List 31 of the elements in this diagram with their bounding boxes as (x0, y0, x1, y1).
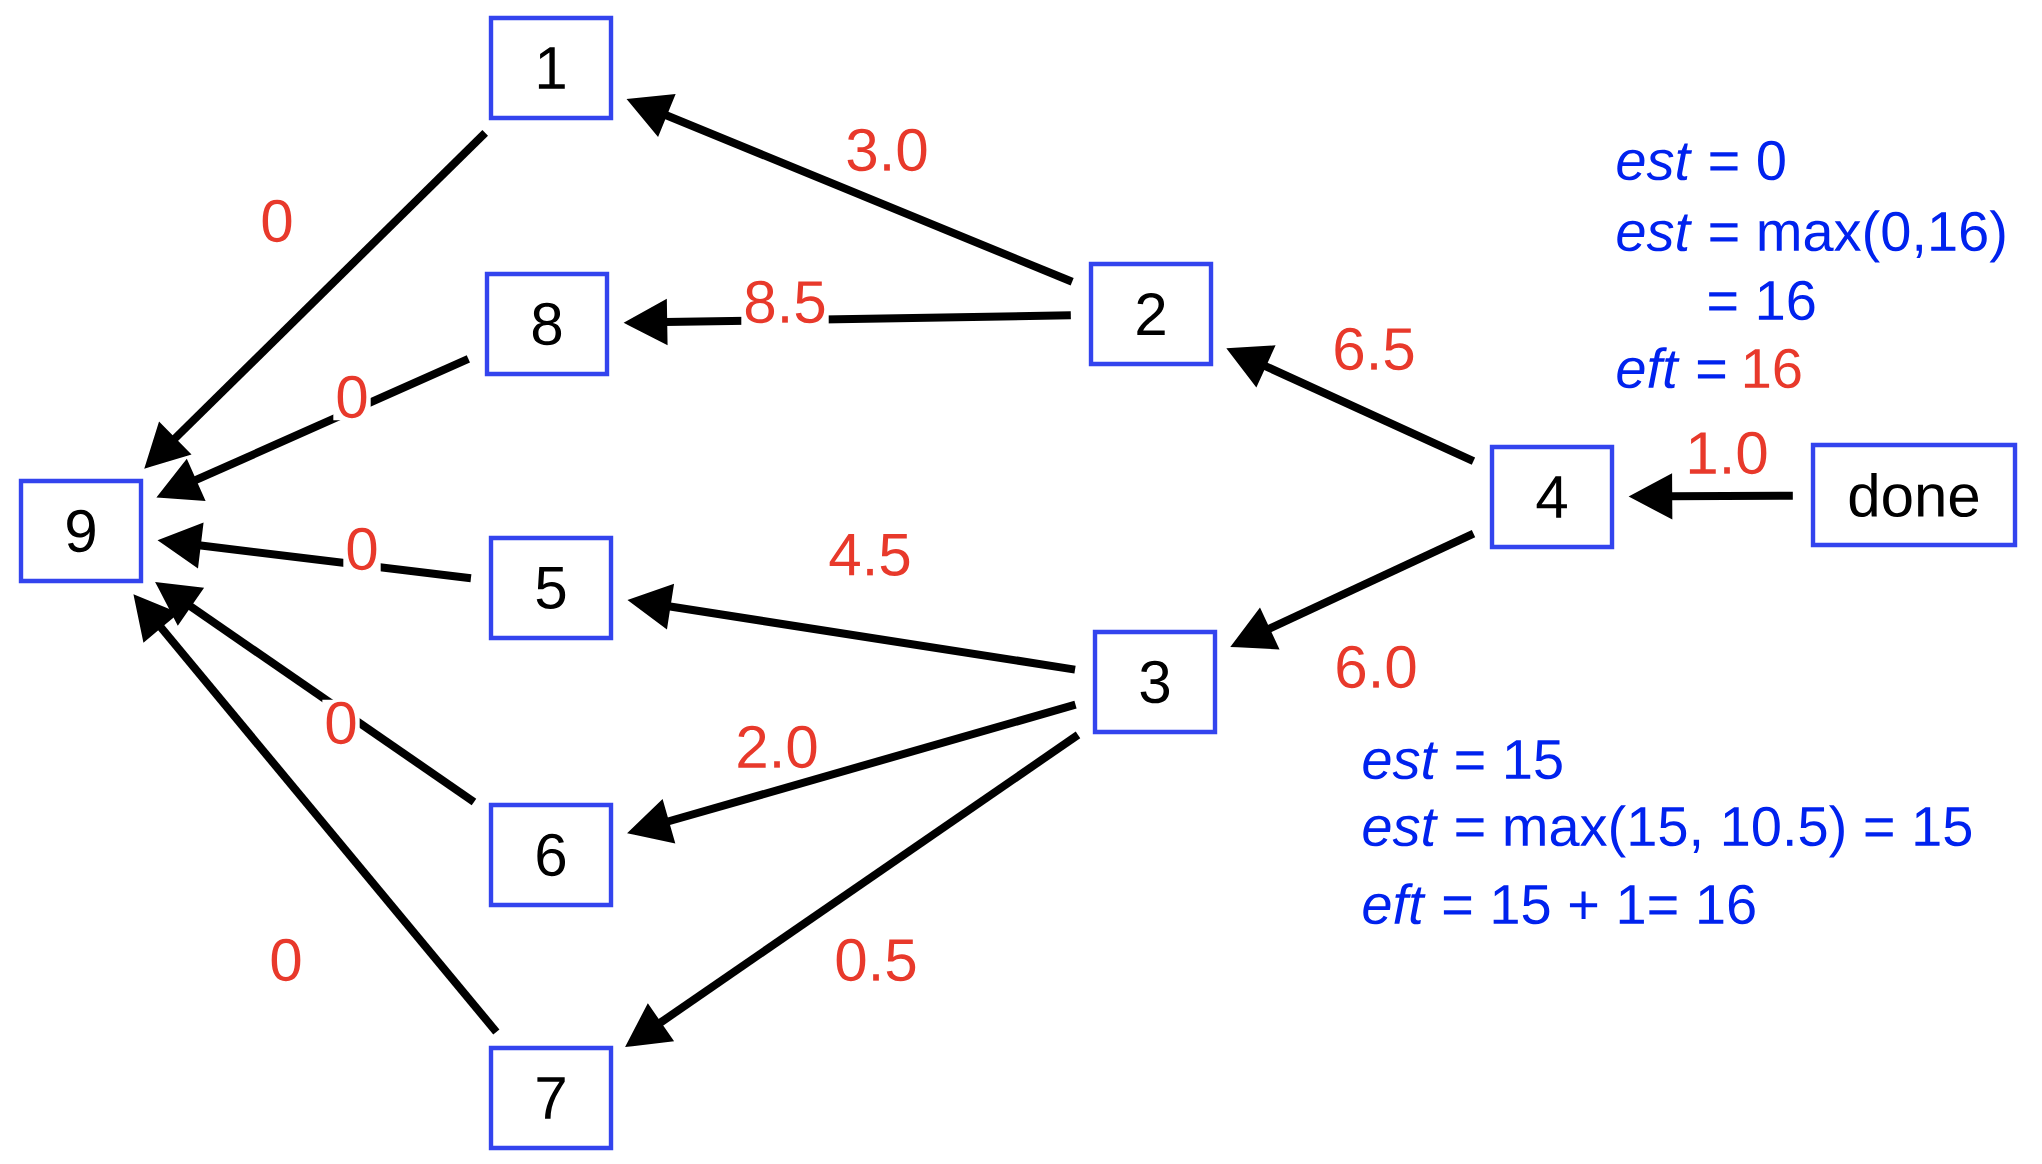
edge-label: 0 (333, 373, 371, 421)
edge-label: 2.0 (733, 723, 821, 771)
edge-label: 3.0 (843, 126, 931, 174)
edge-label: 0.5 (832, 936, 920, 984)
node-box: done (1810, 442, 2018, 548)
annotation-text: eft = (1617, 347, 1726, 389)
annotation-text: est = 0 (1617, 140, 1785, 181)
edge-label: 0 (258, 197, 296, 245)
node-box: 2 (1088, 261, 1214, 367)
edge-label: 6.5 (1330, 325, 1418, 373)
node-box: 6 (488, 802, 614, 908)
edge-label: 4.5 (826, 532, 914, 578)
node-box: 4 (1489, 444, 1615, 550)
node-box: 7 (488, 1045, 614, 1151)
annotation-text: eft = 15 + 1= 16 (1363, 883, 1755, 925)
edge-label: 1.0 (1683, 429, 1771, 477)
node-box: 5 (488, 535, 614, 641)
edge-label: 8.5 (741, 278, 829, 326)
node-box: 8 (484, 271, 610, 377)
edge-label: 0 (322, 699, 360, 747)
node-box: 3 (1092, 629, 1218, 735)
annotation-text: est = max(15, 10.5) = 15 (1363, 805, 1972, 858)
annotation-text: = 16 (1709, 280, 1815, 321)
annotation-text: est = max(0,16) (1617, 210, 2005, 263)
node-box: 9 (18, 478, 144, 584)
node-box: 1 (488, 15, 614, 121)
annotation-text: 16 (1744, 348, 1801, 389)
annotation-text: est = 15 (1363, 740, 1562, 780)
edge-label: 0 (267, 936, 305, 984)
edge-label: 6.0 (1332, 643, 1420, 691)
edge-label: 0 (343, 525, 381, 573)
